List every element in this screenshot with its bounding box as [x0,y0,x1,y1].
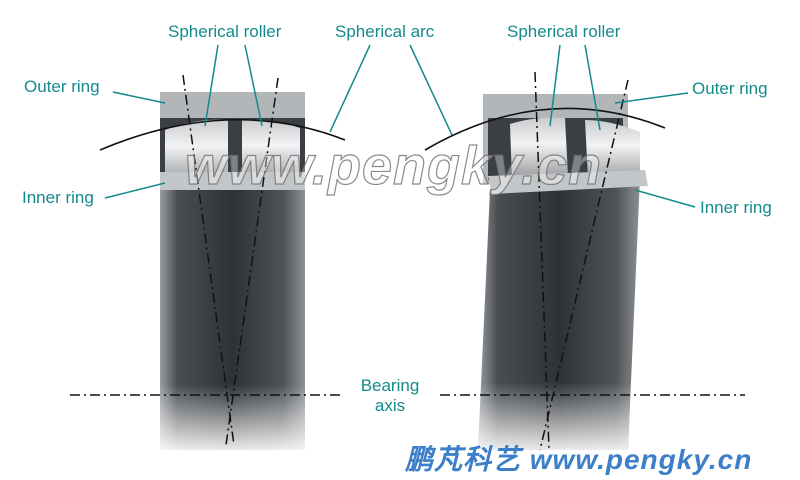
right-spherical-arc [424,107,666,151]
right-roller-axis-1 [534,71,550,451]
watermark: www.pengky.cn [184,135,603,196]
right-bearing [478,94,648,450]
label-spherical-arc: Spherical arc [335,22,435,41]
label-inner-ring-right: Inner ring [700,198,772,217]
left-roller-2 [242,119,300,184]
centerlines [70,71,745,451]
label-spherical-roller-right: Spherical roller [507,22,621,41]
label-outer-ring-left: Outer ring [24,77,100,96]
label-bearing-axis: Bearing axis [350,376,430,416]
left-roller-1 [165,119,228,186]
left-roller-axis-1 [182,74,235,446]
footer-brand: 鹏芃科艺 www.pengky.cn [405,444,753,475]
label-inner-ring-left: Inner ring [22,188,94,207]
label-bearing-axis-line2: axis [374,396,406,415]
label-outer-ring-right: Outer ring [692,79,768,98]
leader-lines [104,44,696,208]
label-bearing-axis-line1: Bearing [360,376,420,395]
right-roller-axis-2 [539,79,629,451]
left-bearing [160,92,305,450]
left-roller-axis-2 [225,77,279,446]
right-roller-1 [510,117,568,182]
label-spherical-roller-left: Spherical roller [168,22,282,41]
left-spherical-arc [99,118,346,151]
right-inner-ring [488,170,648,194]
right-roller-2 [585,120,640,184]
